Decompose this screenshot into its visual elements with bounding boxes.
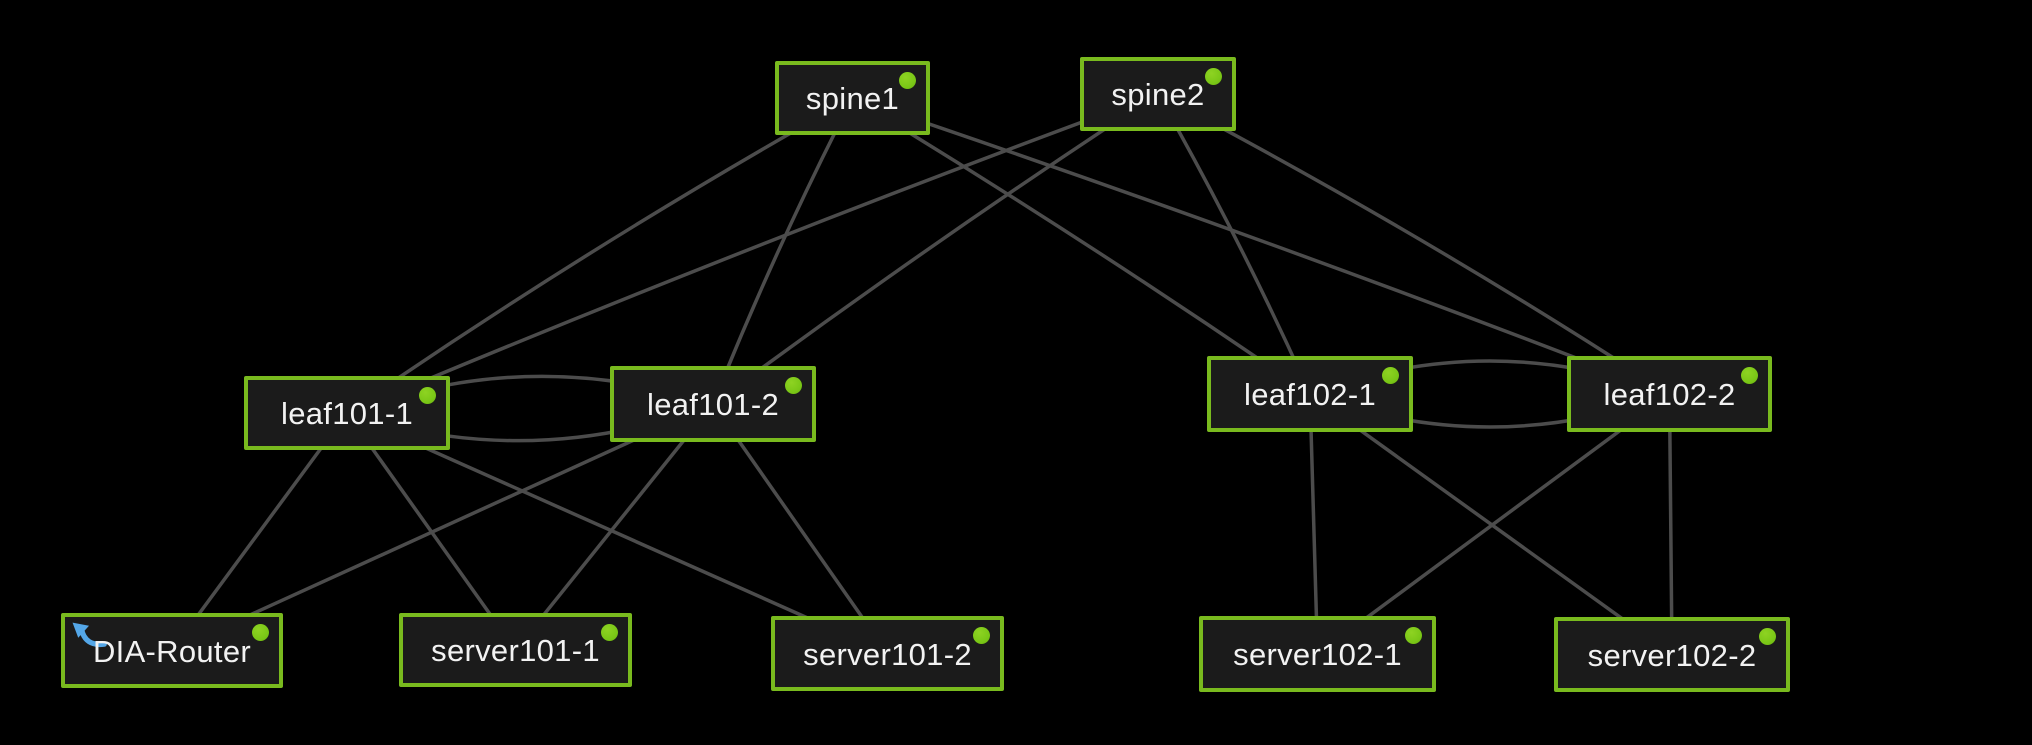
node-label: server102-1: [1233, 637, 1402, 672]
status-dot: [1405, 627, 1422, 644]
node-spine1[interactable]: spine1: [775, 61, 930, 135]
status-dot: [1382, 367, 1399, 384]
node-label: server101-2: [803, 636, 972, 672]
node-label: server102-2: [1587, 637, 1757, 673]
edge-spine2-leaf102-1: [1156, 92, 1312, 396]
node-label: DIA-Router: [92, 633, 252, 669]
node-label: leaf102-2: [1603, 377, 1736, 412]
edge-leaf102-1-server102-1: [1308, 392, 1320, 656]
edge-spine2-leaf102-2: [1156, 92, 1672, 396]
node-label: leaf101-2: [647, 387, 779, 422]
edge-spine2-leaf101-2: [711, 92, 1160, 406]
status-dot: [1759, 628, 1776, 645]
status-dot: [1205, 68, 1222, 85]
node-DIA-Router[interactable]: DIA-Router: [61, 613, 283, 688]
reply-arrow-icon: [72, 622, 107, 648]
status-dot: [785, 377, 802, 394]
node-leaf102-1[interactable]: leaf102-1: [1207, 356, 1413, 432]
node-label: server101-1: [431, 633, 600, 668]
status-dot: [1741, 367, 1758, 384]
status-dot: [601, 624, 618, 641]
status-dot: [252, 624, 269, 641]
node-spine2[interactable]: spine2: [1080, 57, 1236, 131]
edge-spine1-leaf101-2: [711, 96, 855, 406]
edge-spine2-leaf101-1: [345, 92, 1160, 415]
status-dot: [973, 627, 990, 644]
edge-spine1-leaf102-1: [850, 96, 1312, 396]
node-server101-2[interactable]: server101-2: [771, 616, 1004, 691]
node-server102-2[interactable]: server102-2: [1554, 617, 1790, 692]
node-server101-1[interactable]: server101-1: [399, 613, 632, 687]
edge-spine1-leaf101-1: [345, 96, 855, 415]
node-label: leaf101-1: [281, 396, 413, 431]
node-label: spine1: [805, 81, 900, 116]
status-dot: [419, 387, 436, 404]
node-label: spine2: [1111, 77, 1205, 112]
edge-leaf102-2-server102-2: [1667, 392, 1674, 657]
node-leaf101-1[interactable]: leaf101-1: [244, 376, 450, 450]
edge-spine1-leaf102-2: [850, 96, 1672, 396]
status-dot: [899, 72, 916, 89]
node-leaf101-2[interactable]: leaf101-2: [610, 366, 816, 442]
node-label: leaf102-1: [1244, 377, 1376, 412]
node-leaf102-2[interactable]: leaf102-2: [1567, 356, 1772, 432]
node-server102-1[interactable]: server102-1: [1199, 616, 1436, 692]
